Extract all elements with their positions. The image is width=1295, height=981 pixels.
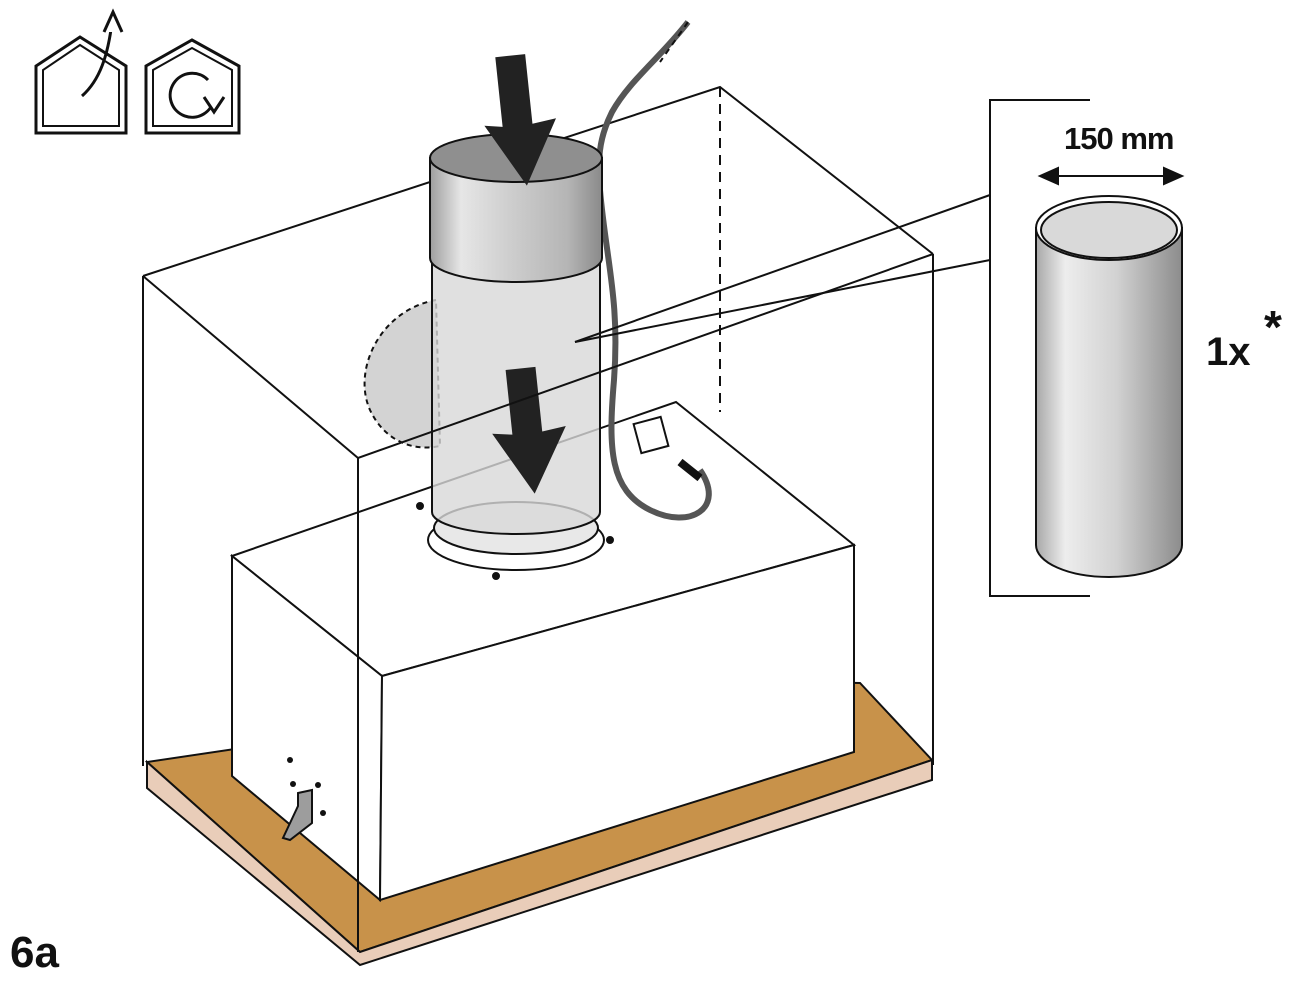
diameter-label: 150 mm	[1064, 121, 1174, 156]
note-marker: *	[1264, 301, 1282, 353]
cabinet-outline	[142, 85, 934, 412]
duct-pipe-icon	[1035, 195, 1183, 578]
callout	[574, 99, 1090, 597]
quantity-label: 1x	[1206, 330, 1251, 374]
cabinet-front-edges	[142, 253, 934, 952]
power-cable	[596, 20, 712, 521]
down-arrow-icon	[484, 54, 566, 494]
non-return-valve	[363, 298, 442, 449]
figure-number: 6a	[10, 928, 59, 977]
house-exhaust-icon	[34, 8, 128, 135]
duct-pipe-installed	[429, 133, 603, 283]
dimension-line	[1037, 166, 1185, 186]
house-recirculation-icon	[144, 38, 241, 135]
